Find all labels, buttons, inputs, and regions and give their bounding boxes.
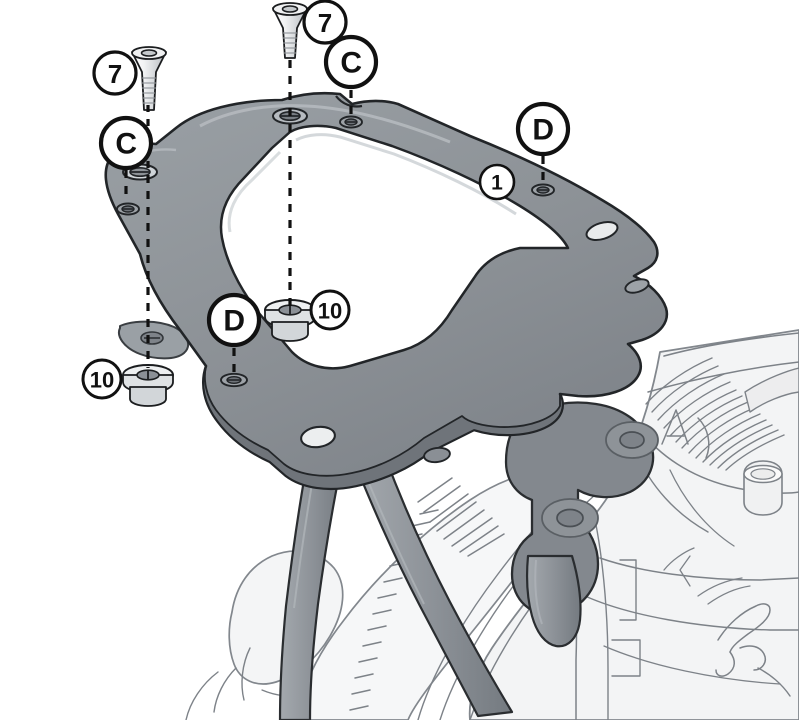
callout-7-top-circle [302,0,348,45]
rack-plate-front-edge [202,365,564,490]
callout-c-left: C [98,115,154,171]
callout-c-top: C [323,34,379,90]
leader-lines [124,60,545,378]
part-screw-left [131,46,167,111]
callout-c-left-label: C [115,128,136,161]
part-bracket-right [504,401,659,648]
callout-7-left-circle [92,50,138,96]
part-leg-left [278,450,346,720]
support-legs [278,450,514,720]
callout-10-mid: 10 [309,289,351,331]
callout-10-left: 10 [81,358,123,400]
part-nut-mid [264,299,316,342]
rack-hole-lower-right [423,446,451,464]
callout-d-mid-label: D [223,305,244,338]
callout-1-rack-circle [478,163,516,201]
callout-d-mid: D [206,292,262,348]
callout-7-top: 7 [302,0,348,45]
part-leg-right [350,452,514,718]
part-screw-top [272,2,308,59]
rack-hole-mid-d [220,372,248,388]
part-nut-left [122,364,174,407]
rack-hole-left-inner [116,202,140,216]
callout-c-top-circle [323,34,379,90]
rack-slot-right-lower [624,278,650,294]
callout-d-right-circle [515,101,571,157]
callout-1-rack-label: 1 [491,172,503,195]
rack-hole-top-right [339,115,363,129]
callout-c-top-label: C [340,47,361,80]
callout-7-left-label: 7 [108,59,122,89]
callout-10-left-circle [81,358,123,400]
callout-d-mid-circle [206,292,262,348]
callout-d-right-label: D [532,114,553,147]
callout-7-left: 7 [92,50,138,96]
rack-hole-lower-left [300,425,336,449]
callout-10-left-label: 10 [90,368,114,393]
callout-10-mid-circle [309,289,351,331]
callout-c-left-circle [98,115,154,171]
callout-10-mid-label: 10 [318,299,342,324]
rack-slot-right-upper [585,221,619,241]
callout-1-rack: 1 [478,163,516,201]
callout-d-right: D [515,101,571,157]
callout-7-top-label: 7 [318,8,332,38]
part-rack-plate [104,91,669,491]
rack-hole-right-d [531,183,555,197]
